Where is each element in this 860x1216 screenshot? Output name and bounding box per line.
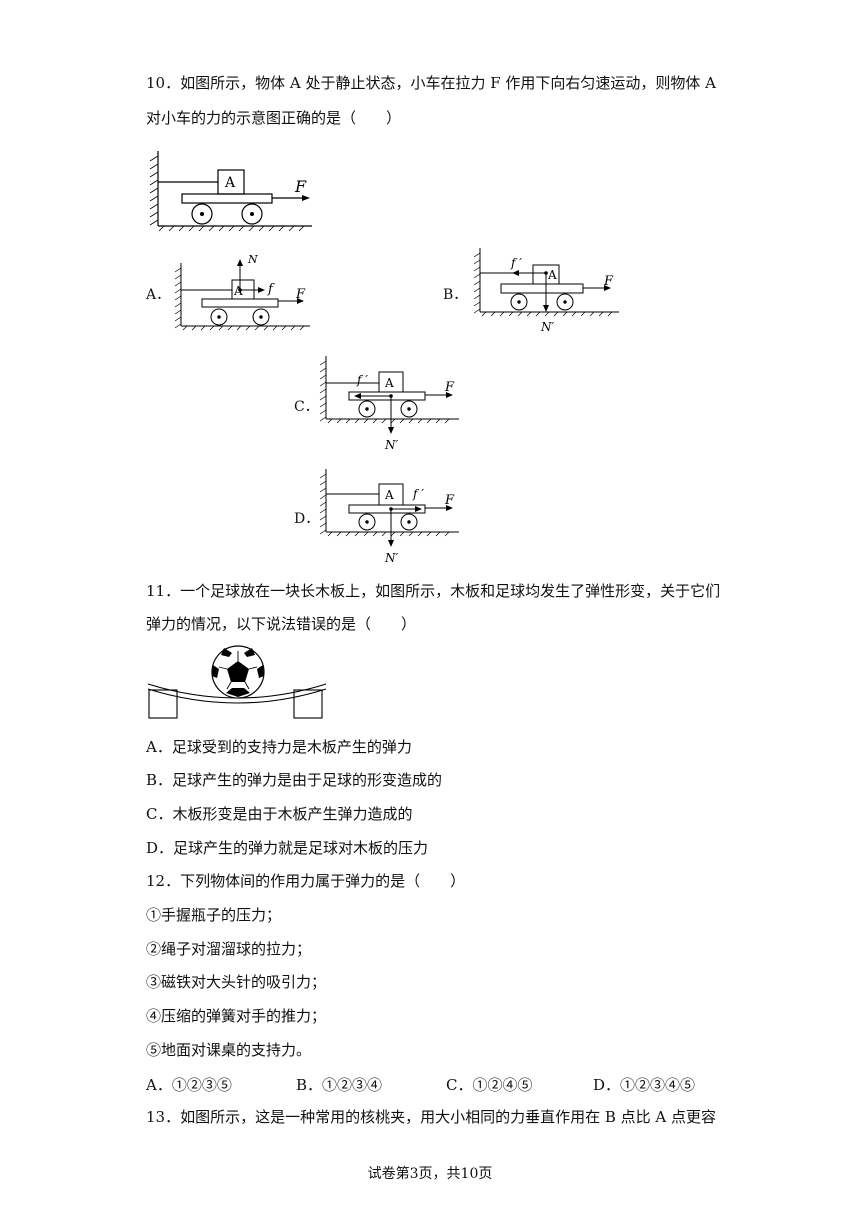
q11-option-b: B．足球产生的弹力是由于足球的形变造成的 (146, 771, 443, 789)
q10-option-a-label: A． (146, 287, 171, 303)
q10-option-d-figure[interactable]: A f ′ N′ F (317, 466, 463, 566)
q12-item-3: ③磁铁对大头针的吸引力； (146, 973, 327, 991)
q11-stem-line2: 弹力的情况，以下说法错误的是（ ） (146, 615, 417, 633)
svg-text:F: F (295, 287, 306, 302)
q10-option-c-figure[interactable]: A f ′ N′ F (317, 353, 463, 453)
q11-option-d: D．足球产生的弹力就是足球对木板的压力 (146, 839, 429, 857)
q12-choice-c[interactable]: C．①②④⑤ (446, 1076, 533, 1094)
q10-force-F-label: F (294, 177, 307, 196)
q12-choices: A．①②③⑤ B．①②③④ C．①②④⑤ D．①②③④⑤ (146, 1074, 746, 1094)
q12-item-2: ②绳子对溜溜球的拉力； (146, 940, 312, 958)
q12-choice-b[interactable]: B．①②③④ (296, 1076, 383, 1094)
q10-d-f-prime-label: f ′ (412, 487, 424, 501)
svg-text:A: A (384, 376, 394, 390)
svg-text:A: A (384, 488, 394, 502)
q10-d-N-prime-label: N′ (384, 551, 399, 565)
q13-stem-line1: 13．如图所示，这是一种常用的核桃夹，用大小相同的力垂直作用在 B 点比 A 点… (146, 1108, 717, 1126)
q12-choice-d[interactable]: D．①②③④⑤ (593, 1076, 696, 1094)
svg-text:F: F (603, 274, 614, 289)
svg-text:F: F (444, 493, 455, 508)
q10-option-c-label: C． (294, 399, 319, 415)
q10-stem-line2: 对小车的力的示意图正确的是（ ） (146, 109, 402, 127)
q12-item-1: ①手握瓶子的压力； (146, 906, 282, 924)
svg-text:A: A (547, 268, 557, 282)
svg-text:A: A (233, 284, 243, 298)
q10-a-N-label: N (247, 253, 258, 266)
q12-item-5: ⑤地面对课桌的支持力。 (146, 1041, 312, 1059)
q11-option-a: A．足球受到的支持力是木板产生的弹力 (146, 738, 412, 756)
q10-option-b-label: B． (443, 287, 468, 303)
q12-item-4: ④压缩的弹簧对手的推力； (146, 1007, 327, 1025)
q10-stem-line1: 10．如图所示，物体 A 处于静止状态，小车在拉力 F 作用下向右匀速运动，则物… (146, 74, 717, 92)
q10-option-b-figure[interactable]: A f ′ N′ F (471, 245, 621, 337)
q11-option-c: C．木板形变是由于木板产生弹力造成的 (146, 805, 413, 823)
football-icon (211, 645, 265, 699)
q10-a-f-label: f (267, 282, 275, 297)
q10-b-N-prime-label: N′ (540, 320, 555, 334)
q10-main-figure: A F (149, 151, 312, 232)
q10-b-f-prime-label: f ′ (510, 256, 522, 270)
q11-football-figure (147, 645, 327, 719)
page-footer: 试卷第3页，共10页 (367, 1166, 493, 1182)
q12-stem: 12．下列物体间的作用力属于弹力的是（ ） (146, 872, 466, 890)
svg-text:F: F (444, 380, 455, 395)
q10-c-f-prime-label: f ′ (356, 373, 368, 387)
q12-choice-a[interactable]: A．①②③⑤ (146, 1076, 232, 1094)
q10-c-N-prime-label: N′ (384, 438, 399, 452)
q10-option-d-label: D． (294, 511, 320, 527)
q10-block-label: A (224, 175, 236, 191)
q10-option-a-figure[interactable]: A N f F (172, 248, 314, 332)
q11-stem-line1: 11．一个足球放在一块长木板上，如图所示，木板和足球均发生了弹性形变，关于它们 (146, 582, 721, 600)
